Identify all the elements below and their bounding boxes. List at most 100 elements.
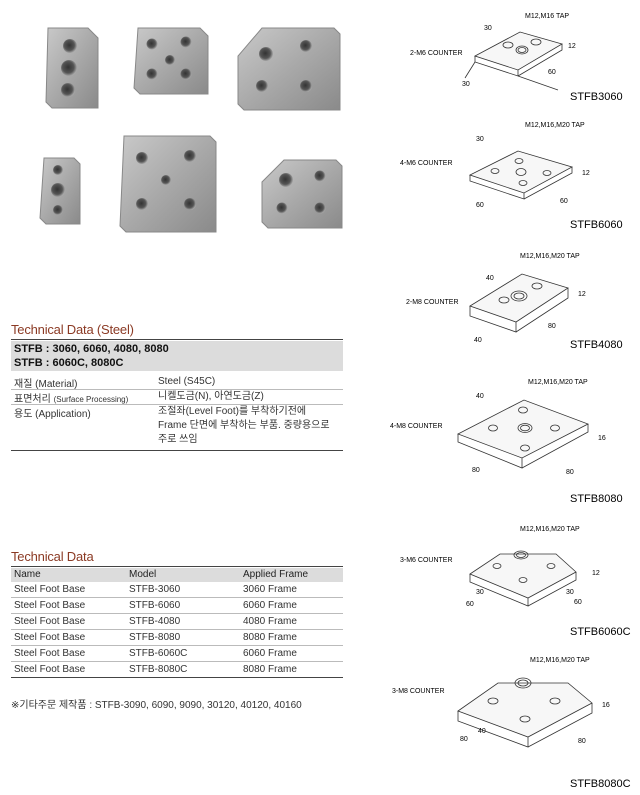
cell-model: STFB-3060 (129, 584, 181, 595)
divider (11, 339, 343, 340)
dim: 80 (548, 323, 556, 330)
table-row: Steel Foot Base STFB-6060C 6060 Frame (11, 646, 343, 662)
drawing-label: STFB6060 (570, 219, 623, 231)
dim: 40 (474, 337, 482, 344)
dim: 12 (568, 43, 576, 50)
dim: 40 (486, 275, 494, 282)
tap-label: M12,M16,M20 TAP (525, 122, 585, 129)
dim: 80 (566, 469, 574, 476)
drawing-label: STFB8080C (570, 778, 631, 790)
tap-label: M12,M16 TAP (525, 13, 569, 20)
spec-row-application: 용도 (Application) 조절좌(Level Foot)를 부착하기전에… (11, 405, 343, 451)
dim: 12 (578, 291, 586, 298)
steel-model-header: STFB : 3060, 6060, 4080, 8080 STFB : 606… (11, 341, 343, 371)
dim: 30 (566, 589, 574, 596)
cell-model: STFB-8080 (129, 632, 181, 643)
tech-table-header: Name Model Applied Frame (11, 568, 343, 582)
cell-frame: 8080 Frame (243, 632, 297, 643)
dim: 60 (476, 202, 484, 209)
tap-label: M12,M16,M20 TAP (528, 379, 588, 386)
cell-model: STFB-6060 (129, 600, 181, 611)
col-applied-frame: Applied Frame (243, 569, 309, 580)
photo-stfb6060c (237, 27, 341, 111)
spec-value-line: 조절좌(Level Foot)를 부착하기전에 (158, 406, 307, 417)
spec-row-material: 재질 (Material) Steel (S45C) (11, 375, 343, 390)
drawing-stfb6060c: M12,M16,M20 TAP 3-M6 COUNTER 30 60 30 60… (400, 526, 631, 638)
drawing-stfb3060: M12,M16 TAP 2-M6 COUNTER 30 30 60 12 STF… (410, 13, 623, 103)
cell-name: Steel Foot Base (14, 584, 86, 595)
dim: 30 (484, 25, 492, 32)
divider (11, 566, 343, 567)
photo-stfb8080 (119, 135, 217, 233)
photo-stfb4080 (39, 157, 81, 225)
photo-stfb6060 (133, 27, 209, 95)
spec-key: 재질 (Material) (14, 379, 78, 390)
cell-model: STFB-6060C (129, 648, 188, 659)
drawing-label: STFB3060 (570, 91, 623, 103)
cell-frame: 6060 Frame (243, 600, 297, 611)
spec-value: 니켈도금(N), 아연도금(Z) (158, 391, 264, 402)
tech-section-title: Technical Data (11, 549, 94, 564)
counter-label: 3-M6 COUNTER (400, 557, 453, 564)
spec-value-line: 주로 쓰임 (158, 434, 198, 445)
spec-key-sub: (Surface Processing) (53, 395, 129, 404)
spec-key: 표면처리 (14, 394, 54, 405)
drawing-label: STFB8080 (570, 493, 623, 505)
drawing-stfb4080: M12,M16,M20 TAP 2-M8 COUNTER 40 40 80 12… (406, 253, 623, 351)
cell-frame: 8080 Frame (243, 664, 297, 675)
spec-row-surface: 표면처리 (Surface Processing) 니켈도금(N), 아연도금(… (11, 390, 343, 405)
dim: 80 (460, 736, 468, 743)
dim: 16 (602, 702, 610, 709)
counter-label: 2-M8 COUNTER (406, 299, 459, 306)
col-name: Name (14, 569, 41, 580)
dim: 60 (574, 599, 582, 606)
counter-label: 2-M6 COUNTER (410, 50, 463, 57)
dim: 60 (466, 601, 474, 608)
drawing-stfb8080: M12,M16,M20 TAP 4-M8 COUNTER 40 80 80 16… (390, 379, 623, 505)
cell-frame: 6060 Frame (243, 648, 297, 659)
divider (11, 389, 343, 390)
product-photos (39, 27, 343, 233)
table-row: Steel Foot Base STFB-8080 8080 Frame (11, 630, 343, 646)
cell-name: Steel Foot Base (14, 664, 86, 675)
photo-stfb3060 (45, 27, 99, 109)
drawing-label: STFB4080 (570, 339, 623, 351)
cell-model: STFB-4080 (129, 616, 181, 627)
cell-model: STFB-8080C (129, 664, 188, 675)
cell-frame: 4080 Frame (243, 616, 297, 627)
divider (11, 450, 343, 451)
cell-name: Steel Foot Base (14, 616, 86, 627)
drawing-stfb8080c: M12,M16,M20 TAP 3-M8 COUNTER 40 80 80 16… (392, 657, 631, 790)
dim: 40 (478, 728, 486, 735)
drawing-stfb6060: M12,M16,M20 TAP 4-M6 COUNTER 30 60 60 12… (400, 122, 623, 231)
table-row: Steel Foot Base STFB-4080 4080 Frame (11, 614, 343, 630)
counter-label: 4-M6 COUNTER (400, 160, 453, 167)
tap-label: M12,M16,M20 TAP (520, 526, 580, 533)
dim: 12 (582, 170, 590, 177)
cell-name: Steel Foot Base (14, 648, 86, 659)
cell-name: Steel Foot Base (14, 600, 86, 611)
counter-label: 4-M8 COUNTER (390, 423, 443, 430)
divider (11, 404, 343, 405)
dim: 30 (462, 81, 470, 88)
table-row: Steel Foot Base STFB-6060 6060 Frame (11, 598, 343, 614)
drawing-label: STFB6060C (570, 626, 631, 638)
model-line-1: STFB : 3060, 6060, 4080, 8080 (14, 343, 169, 355)
cell-frame: 3060 Frame (243, 584, 297, 595)
dim: 60 (548, 69, 556, 76)
cell-name: Steel Foot Base (14, 632, 86, 643)
steel-section-title: Technical Data (Steel) (11, 322, 134, 337)
col-model: Model (129, 569, 157, 580)
dim: 30 (476, 589, 484, 596)
tap-label: M12,M16,M20 TAP (520, 253, 580, 260)
dim: 60 (560, 198, 568, 205)
table-row: Steel Foot Base STFB-3060 3060 Frame (11, 582, 343, 598)
spec-value: Steel (S45C) (158, 376, 216, 387)
dim: 12 (592, 570, 600, 577)
dim: 16 (598, 435, 606, 442)
spec-key: 용도 (Application) (14, 409, 91, 420)
dim: 30 (476, 136, 484, 143)
photo-stfb8080c (261, 159, 343, 229)
dim: 40 (476, 393, 484, 400)
counter-label: 3-M8 COUNTER (392, 688, 445, 695)
